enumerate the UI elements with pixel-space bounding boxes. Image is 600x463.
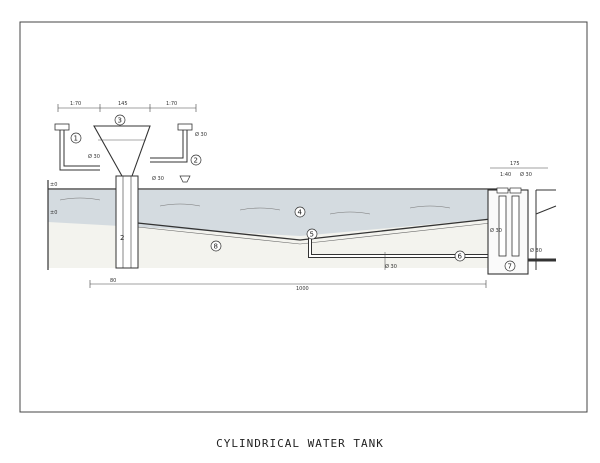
chamber-riser-right: [511, 195, 520, 257]
callout-5: 5: [306, 228, 318, 240]
dimension-label: 145: [118, 101, 128, 107]
svg-text:1: 1: [74, 135, 78, 143]
right-pipe-valve: [179, 175, 191, 183]
water-body: [48, 190, 500, 236]
right-pipe-flange: [177, 123, 193, 131]
dimension-label: 80: [110, 278, 116, 284]
callout-8: 8: [210, 240, 222, 252]
callout-3: 3: [114, 114, 126, 126]
outlet-chamber: [487, 189, 529, 275]
pipe-diameter-label: Ø 30: [88, 153, 100, 160]
svg-text:8: 8: [214, 243, 218, 251]
callout-6: 6: [454, 250, 466, 262]
callout-1: 1: [70, 132, 82, 144]
level-mark: ±0: [50, 182, 57, 188]
pipe-diameter-label: Ø 30: [530, 247, 542, 254]
dimension-label: 175: [510, 161, 520, 167]
svg-text:3: 3: [118, 117, 122, 125]
chamber-flange: [496, 187, 509, 194]
chamber-riser-left: [498, 195, 507, 257]
inlet-column: [115, 175, 139, 269]
svg-text:2: 2: [120, 234, 124, 242]
drawing-caption: CYLINDRICAL WATER TANK: [216, 437, 384, 450]
pipe-diameter-label: Ø 30: [385, 263, 397, 270]
callout-9: 2: [120, 234, 124, 242]
pipe-diameter-label: Ø 30: [520, 171, 532, 178]
pipe-diameter-label: Ø 30: [152, 175, 164, 182]
outlet-pipe-bore: [309, 238, 495, 257]
svg-text:5: 5: [310, 231, 314, 239]
left-supply-pipe-bore: [60, 128, 100, 170]
tank-bottom: [127, 217, 501, 241]
svg-text:6: 6: [458, 253, 463, 261]
dimension-label: 1000: [296, 286, 309, 292]
water-ripples: [59, 197, 451, 215]
level-mark: ±0: [50, 210, 57, 216]
dimension-label: 1:70: [70, 101, 81, 107]
right-supply-pipe: [150, 128, 188, 163]
adjacent-tank-stub: [535, 189, 557, 270]
callout-2: 2: [190, 154, 202, 166]
left-pipe-flange: [54, 123, 70, 131]
callout-4: 4: [294, 206, 306, 218]
svg-text:7: 7: [508, 263, 512, 271]
dimension-label: 1:40: [500, 172, 511, 178]
dimension-label: 1:70: [166, 101, 177, 107]
drawing-frame: [19, 21, 588, 413]
callout-7: 7: [504, 260, 516, 272]
tank-bottom-inner: [127, 221, 501, 245]
inlet-funnel: [93, 125, 151, 177]
pipe-diameter-label: Ø 30: [195, 131, 207, 138]
svg-text:4: 4: [298, 209, 303, 217]
pipe-diameter-label: Ø 30: [490, 227, 502, 234]
right-supply-pipe-bore: [150, 128, 187, 162]
left-supply-pipe: [59, 128, 100, 171]
chamber-flange: [509, 187, 522, 194]
svg-text:2: 2: [194, 157, 198, 165]
